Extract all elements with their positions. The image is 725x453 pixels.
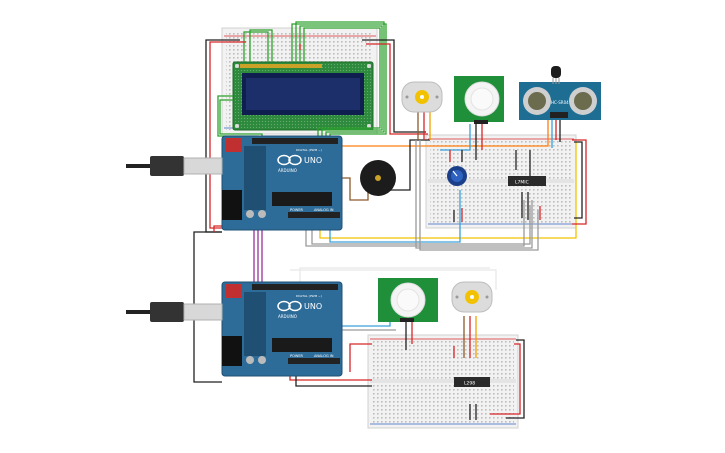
ultrasonic-sensor: HC-SR04 <box>519 82 601 120</box>
arduino-logo-top <box>277 154 302 166</box>
breadboard-top-right <box>425 134 577 229</box>
chip-label-bottom: L298 <box>464 381 475 387</box>
arduino-logo-bottom <box>277 300 302 312</box>
usb-cable-bottom <box>126 302 223 322</box>
board-label-uno-bottom: UNO <box>304 302 322 311</box>
arduino-uno-top: UNO ARDUINO DIGITAL (PWM ~) POWER ANALOG… <box>221 135 343 231</box>
temperature-sensor <box>551 66 561 84</box>
pir-sensor-top <box>454 76 504 124</box>
board-label-arduino-bottom: ARDUINO <box>278 314 297 319</box>
arduino-uno-bottom: UNO ARDUINO DIGITAL (PWM ~) POWER ANALOG… <box>221 281 343 377</box>
motor-driver-chip-top: L7MIC <box>508 176 546 186</box>
ultrasonic-label: HC-SR04 <box>551 100 569 105</box>
board-label-analog-bottom: ANALOG IN <box>314 354 334 358</box>
motor-driver-chip-bottom: L298 <box>454 377 490 387</box>
board-label-power-top: POWER <box>290 208 304 212</box>
servo-motor-top <box>401 81 443 113</box>
board-label-arduino-top: ARDUINO <box>278 168 297 173</box>
potentiometer <box>447 166 467 186</box>
lcd-display <box>232 61 374 131</box>
piezo-buzzer <box>360 160 396 196</box>
board-label-power-bottom: POWER <box>290 354 304 358</box>
servo-motor-bottom <box>451 281 493 313</box>
pir-sensor-bottom <box>378 278 438 322</box>
lcd-pin-header <box>240 64 322 68</box>
chip-label-top: L7MIC <box>515 180 529 186</box>
usb-cable-top <box>126 156 223 176</box>
board-label-analog-top: ANALOG IN <box>314 208 334 212</box>
breadboard-bottom <box>367 334 519 429</box>
board-label-digital-top: DIGITAL (PWM ~) <box>296 148 322 152</box>
wires-top <box>205 21 587 251</box>
board-label-uno-top: UNO <box>304 156 322 165</box>
board-label-digital-bottom: DIGITAL (PWM ~) <box>296 294 322 298</box>
